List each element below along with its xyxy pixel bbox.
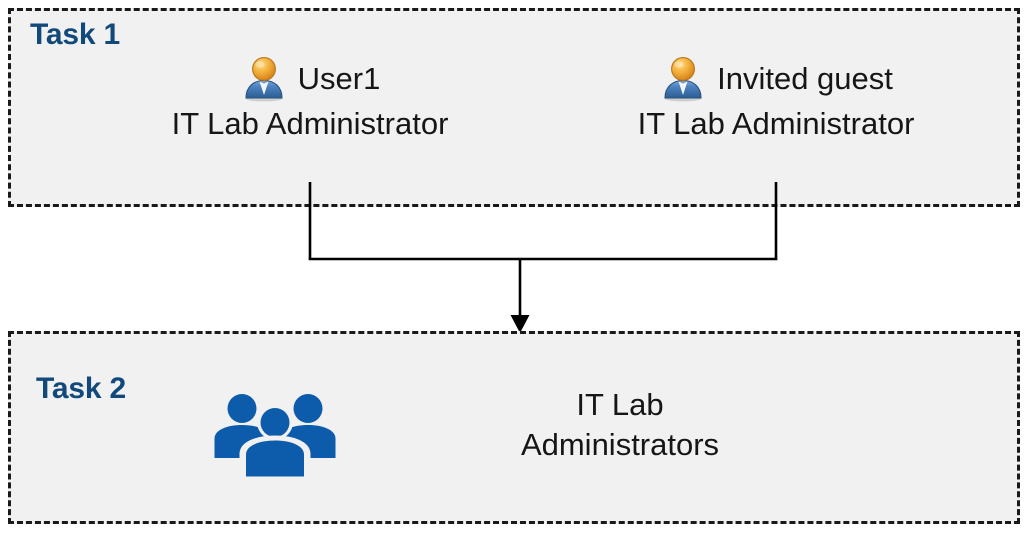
task1-entry-user1-name: User1 (297, 60, 381, 96)
task1-entry-invited-guest-row: Invited guest (576, 52, 976, 104)
group-icon-wrapper (213, 388, 337, 480)
task1-entry-invited-guest-role: IT Lab Administrator (637, 106, 915, 141)
task1-entry-invited-guest-name: Invited guest (717, 60, 893, 96)
group-of-people-icon (214, 394, 336, 480)
task2-group-name: IT Lab Administrators (380, 385, 860, 464)
task2-container (8, 331, 1020, 524)
task1-entry-user1: User1 IT Lab Administrator (110, 52, 510, 139)
task1-entry-user1-row: User1 (110, 52, 510, 104)
user-icon (245, 57, 283, 102)
task1-entry-invited-guest: Invited guest IT Lab Administrator (576, 52, 976, 139)
task2-group-name-line1: IT Lab (576, 387, 664, 422)
task1-entry-user1-role: IT Lab Administrator (171, 106, 449, 141)
user-icon (664, 57, 702, 102)
task1-label: Task 1 (30, 18, 120, 51)
task1-container (8, 8, 1020, 207)
task2-group-name-line2: Administrators (520, 426, 720, 462)
task2-label: Task 2 (36, 372, 126, 405)
